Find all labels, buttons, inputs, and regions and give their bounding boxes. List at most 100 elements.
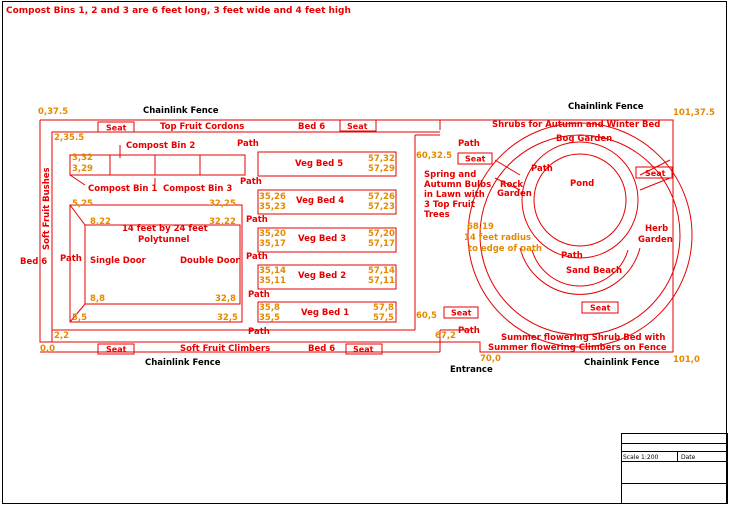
coord-label: 57,8	[373, 303, 394, 313]
bulbs-label-2: Autumn Bulbs	[424, 180, 491, 190]
soft-fruit-bushes-label: Soft Fruit Bushes	[42, 167, 52, 250]
coord-label: 57,32	[368, 154, 395, 164]
coord-label: 5,5	[72, 313, 87, 323]
coord-label: 57,23	[368, 202, 395, 212]
coord-label: 32,8	[215, 294, 236, 304]
path-label-top: Path	[237, 139, 259, 149]
coord-label: 35,17	[259, 239, 286, 249]
path-label-1: Path	[248, 290, 270, 300]
herb-garden-label-1: Herb	[645, 224, 668, 234]
coord-label: 35,26	[259, 192, 286, 202]
entrance-label: Entrance	[450, 365, 493, 375]
polytunnel-label-2: Polytunnel	[138, 235, 190, 245]
seat-label: Seat	[590, 304, 611, 313]
bulbs-label-3: in Lawn with	[424, 190, 485, 200]
pond-area	[467, 122, 693, 348]
shrubs-autumn-label: Shrubs for Autumn and Winter Bed	[492, 120, 660, 130]
coord-label: 0,0	[40, 344, 55, 354]
veg-bed-5-label: Veg Bed 5	[295, 159, 343, 169]
bed6-top-label: Bed 6	[298, 122, 325, 132]
chainlink-fence-bottom-left: Chainlink Fence	[145, 358, 221, 368]
path-label-ring: Path	[531, 164, 553, 174]
veg-bed-4	[257, 189, 397, 215]
path-label-lawn-top: Path	[458, 139, 480, 149]
bulbs-label-5: Trees	[424, 210, 450, 220]
coord-label: 3,32	[72, 153, 93, 163]
top-fruit-cordons: Top Fruit Cordons	[160, 122, 244, 132]
coord-label: 68,19	[467, 222, 494, 232]
coord-label: 60,32.5	[416, 151, 452, 161]
seat-label: Seat	[106, 124, 127, 133]
compost-bin-1-label: Compost Bin 1	[88, 184, 157, 194]
chainlink-fence-bottom-right: Chainlink Fence	[584, 358, 660, 368]
path-label-2: Path	[246, 252, 268, 262]
herb-garden-label-2: Garden	[638, 235, 673, 245]
coord-label: 32,5	[217, 313, 238, 323]
seat-right	[635, 166, 673, 179]
garden-boundary	[39, 119, 674, 353]
seat-top-left	[97, 121, 135, 133]
coord-label: 101,37.5	[673, 108, 715, 118]
header-note: Compost Bins 1, 2 and 3 are 6 feet long,…	[6, 6, 351, 16]
scale-text: Scale 1:200	[623, 454, 659, 461]
coord-label: 0,37.5	[38, 107, 68, 117]
bed6-bottom-label: Bed 6	[308, 344, 335, 354]
coord-label: 57,29	[368, 164, 395, 174]
coord-label: 8,8	[90, 294, 105, 304]
coord-label: 3,29	[72, 164, 93, 174]
radius-label-1: 14 feet radius	[464, 233, 531, 243]
summer-label-2: Summer flowering Climbers on Fence	[488, 343, 667, 353]
coord-label: 101,0	[673, 355, 700, 365]
polytunnel	[69, 204, 243, 323]
bed6-inner-outline	[51, 131, 440, 342]
coord-label: 57,20	[368, 229, 395, 239]
coord-label: 35,20	[259, 229, 286, 239]
radius-label-2: to edge of path	[468, 244, 542, 254]
path-label-bottom: Path	[248, 327, 270, 337]
veg-bed-3-label: Veg Bed 3	[298, 234, 346, 244]
compost-bins	[69, 145, 246, 186]
coord-label: 2,2	[54, 331, 69, 341]
bulbs-label-1: Spring and	[424, 170, 476, 180]
veg-bed-3	[257, 227, 397, 253]
coord-label: 32,25	[209, 199, 236, 209]
coord-label: 8,22	[90, 217, 111, 227]
coord-label: 32,22	[209, 217, 236, 227]
bulbs-label-4: 3 Top Fruit	[424, 200, 475, 210]
coord-label: 35,23	[259, 202, 286, 212]
path-label-left: Path	[60, 254, 82, 264]
seat-lawn-bottom	[443, 306, 479, 319]
seat-label: Seat	[353, 345, 374, 354]
path-label-3: Path	[246, 215, 268, 225]
veg-bed-2-label: Veg Bed 2	[298, 271, 346, 281]
bog-garden-label: Bog Garden	[556, 134, 612, 144]
coord-label: 57,14	[368, 266, 395, 276]
compost-bin-3-label: Compost Bin 3	[163, 184, 232, 194]
path-label-beach: Path	[561, 251, 583, 261]
coord-label: 60,5	[416, 311, 437, 321]
veg-bed-1	[257, 301, 397, 323]
coord-label: 35,5	[259, 313, 280, 323]
veg-bed-4-label: Veg Bed 4	[296, 196, 344, 206]
veg-bed-1-label: Veg Bed 1	[301, 308, 349, 318]
path-label-lawn-bottom: Path	[458, 326, 480, 336]
coord-label: 35,11	[259, 276, 286, 286]
seat-label: Seat	[451, 309, 472, 318]
sand-beach-label: Sand Beach	[566, 266, 622, 276]
title-block: Scale 1:200 Date	[621, 433, 728, 504]
compost-bin-2-label: Compost Bin 2	[126, 141, 195, 151]
coord-label: 35,8	[259, 303, 280, 313]
coord-label: 57,26	[368, 192, 395, 202]
seat-beach	[581, 301, 619, 314]
soft-fruit-climbers-label: Soft Fruit Climbers	[180, 344, 270, 354]
single-door-label: Single Door	[90, 256, 147, 266]
veg-bed-2	[257, 264, 397, 290]
double-door-label: Double Door	[180, 256, 240, 266]
seat-label: Seat	[645, 169, 666, 178]
coord-label: 57,17	[368, 239, 395, 249]
rock-garden-label-1: Rock	[500, 180, 523, 190]
summer-label-1: Summer flowering Shrub Bed with	[501, 333, 665, 343]
polytunnel-label-1: 14 feet by 24 feet	[122, 224, 208, 234]
